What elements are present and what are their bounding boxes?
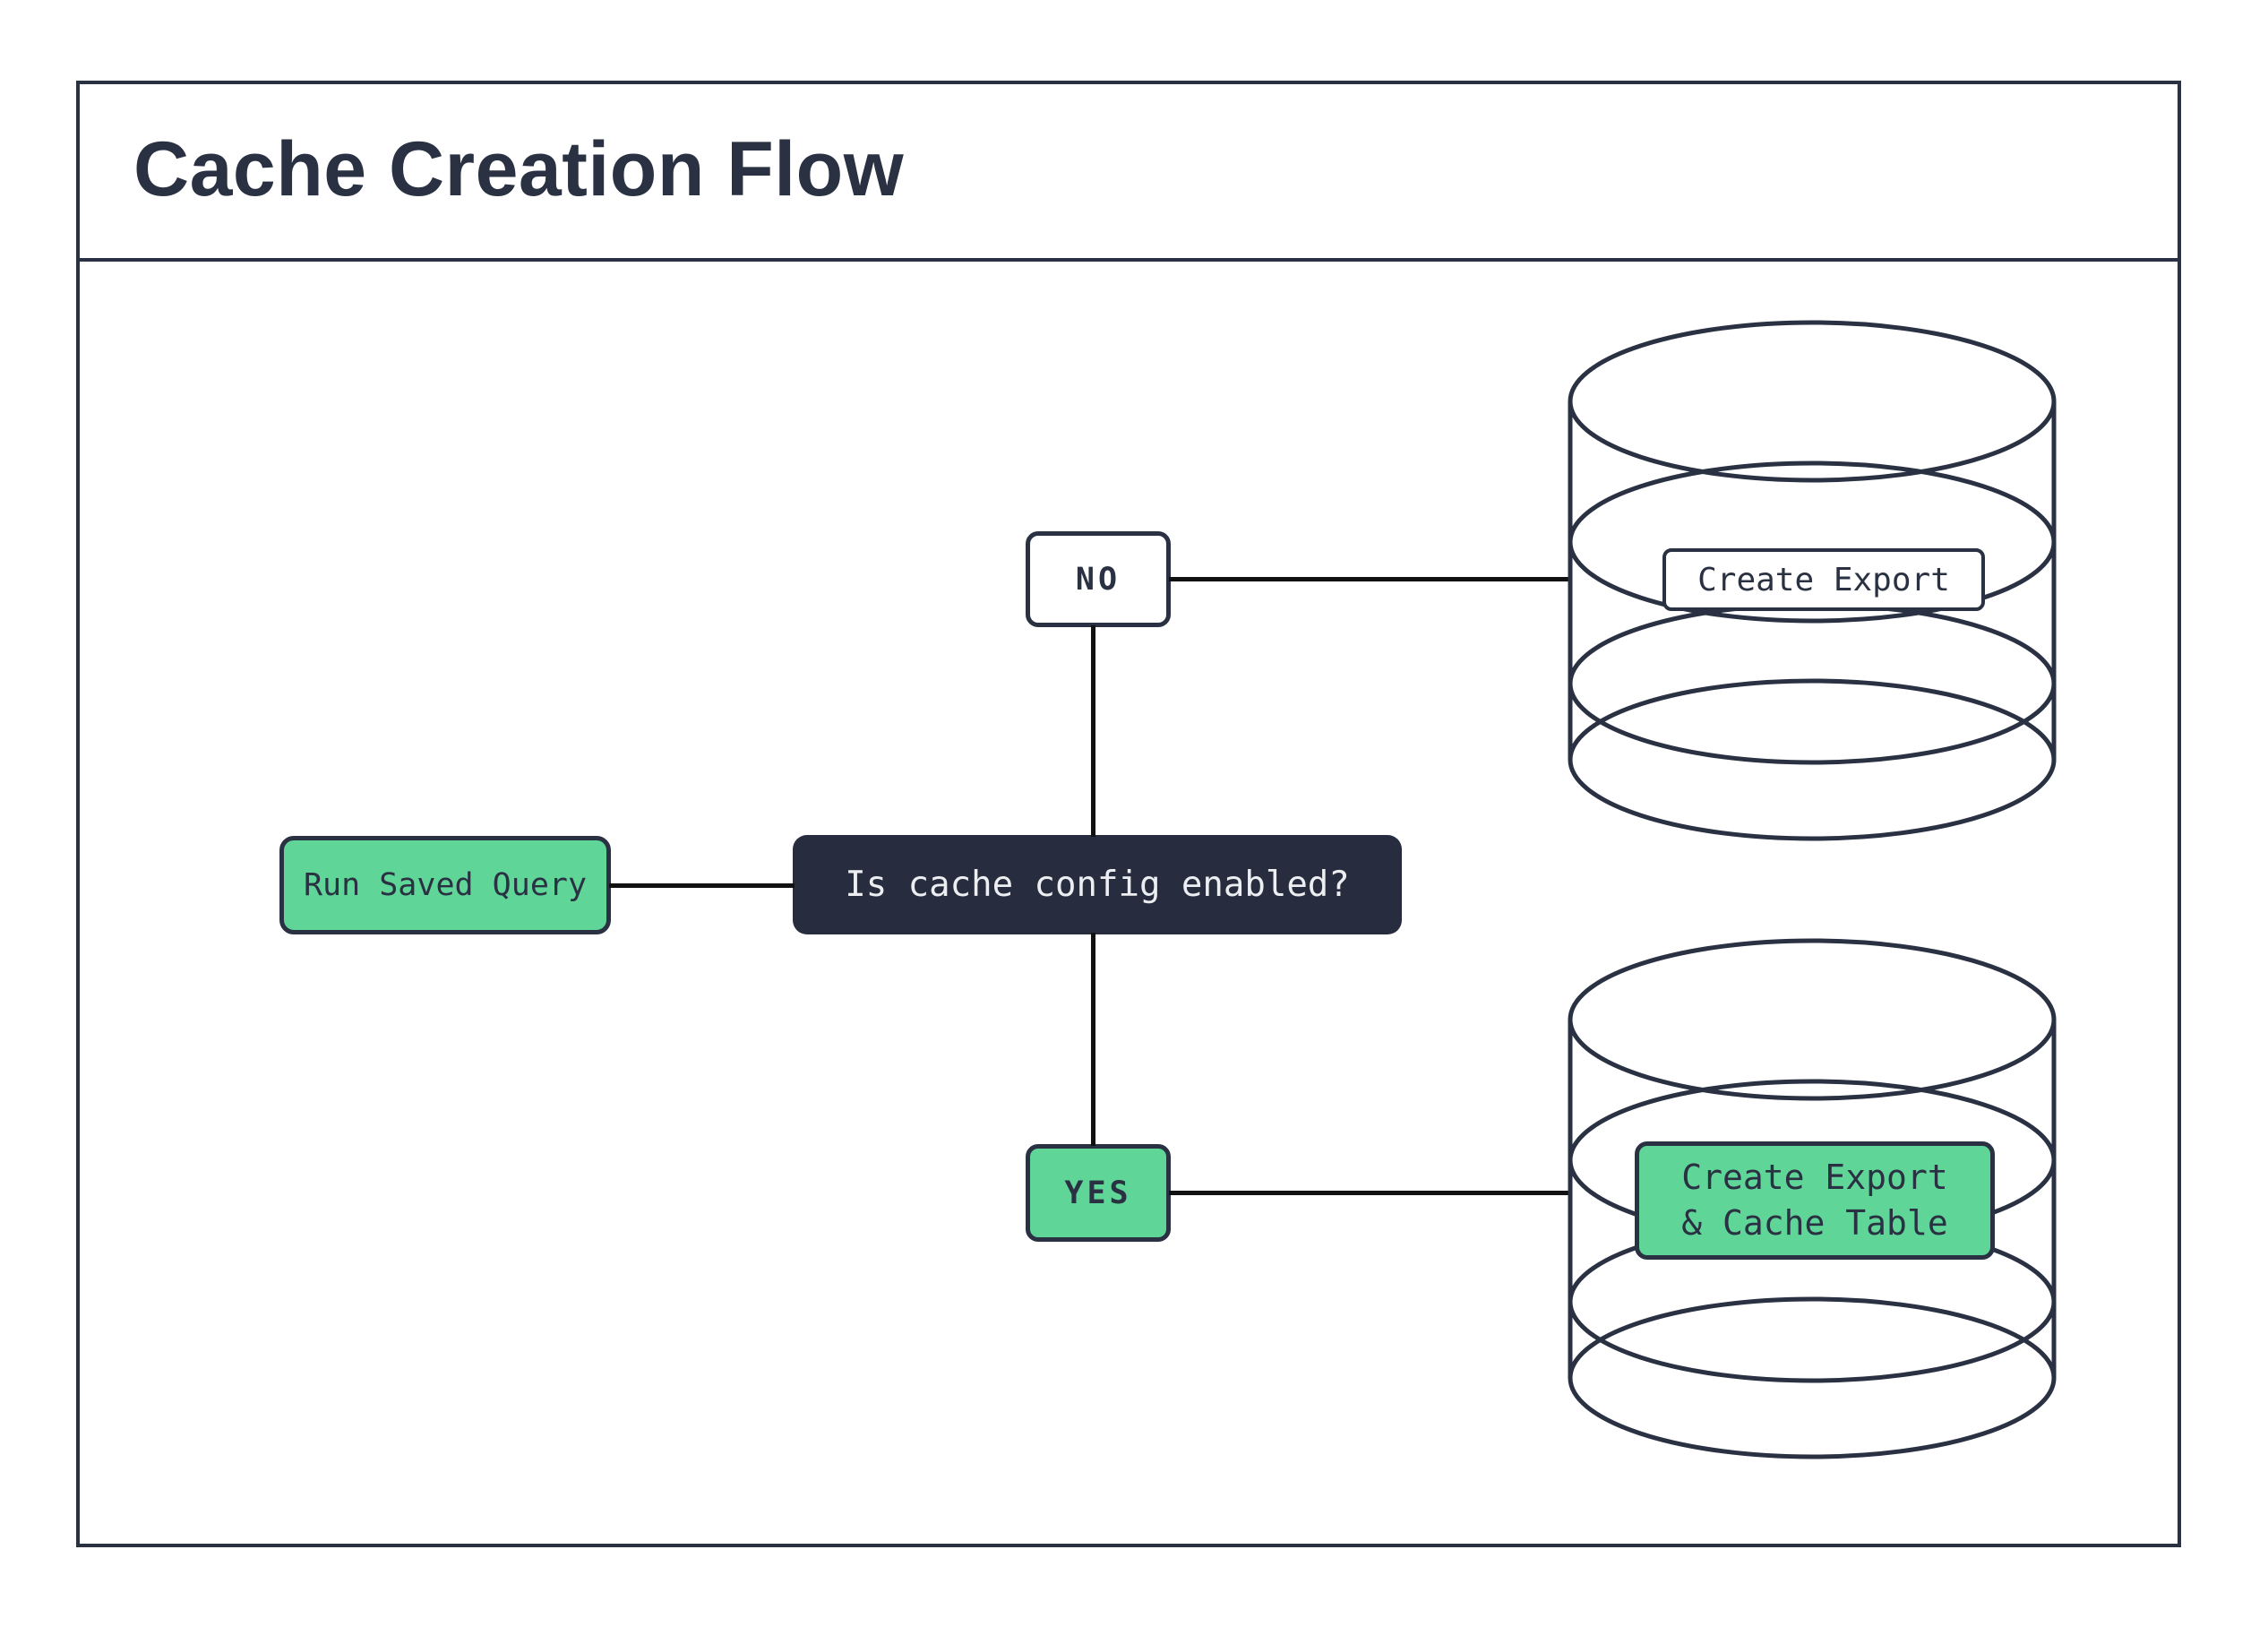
node-decision-label: Is cache config enabled? [845,865,1350,905]
node-branch-yes: YES [1026,1144,1171,1242]
node-decision-cache-config: Is cache config enabled? [793,835,1402,934]
node-branch-no-label: NO [1075,561,1121,598]
title-bar: Cache Creation Flow [76,81,2181,262]
node-create-export-label: Create Export [1697,561,1950,598]
node-run-saved-query-label: Run Saved Query [303,867,588,903]
connector-no-to-database [1169,577,1572,581]
page-title: Cache Creation Flow [133,125,905,212]
node-branch-no: NO [1026,531,1171,627]
node-branch-yes-label: YES [1064,1175,1132,1211]
node-create-export-cache-line1: Create Export [1681,1157,1948,1197]
node-run-saved-query: Run Saved Query [279,836,611,934]
node-create-export-cache-table: Create Export & Cache Table [1635,1141,1995,1260]
connector-yes-to-database [1169,1191,1572,1195]
diagram-frame [76,81,2181,1547]
connector-no-to-decision [1091,625,1095,837]
node-create-export-cache-line2: & Cache Table [1681,1203,1948,1243]
node-create-export: Create Export [1662,548,1985,611]
connector-start-to-decision [609,883,795,888]
connector-decision-to-yes [1091,933,1095,1146]
